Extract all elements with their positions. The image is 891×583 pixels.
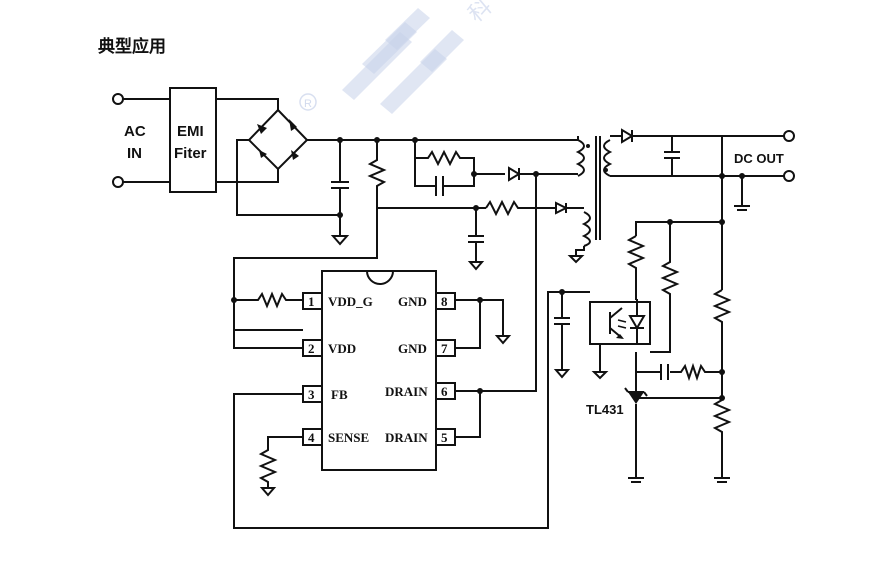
watermark-text: 科 [464,0,497,28]
controller-ic [321,270,437,471]
ic-pin-6: 6 DRAIN [385,382,456,400]
sense-resistor [258,436,303,497]
startup-resistor [367,140,387,208]
pin-name: DRAIN [385,430,428,445]
junctions [337,137,745,401]
pin-name: GND [398,341,427,356]
pin-number: 8 [441,294,448,309]
tl431-label: TL431 [586,402,624,417]
pin-number: 7 [441,341,448,356]
pin-name: VDD [328,341,356,356]
feedback-loop [233,291,590,529]
optocoupler [589,299,651,380]
vdd-feed [233,208,378,331]
pin-number: 2 [308,341,315,356]
pin-name: VDD_G [328,294,373,309]
section-title: 典型应用 [98,36,166,57]
ic-pin-2: 2 VDD [302,339,356,357]
pin-name: GND [398,294,427,309]
filter-label: Fiter [174,145,207,162]
pin-number: 3 [308,387,315,402]
ic-pin-1: 1 VDD_G [302,292,373,310]
pin-number: 4 [308,430,315,445]
transformer [567,136,613,264]
emi-filter: EMI Fiter [169,87,217,193]
drain-connection [455,171,539,438]
ic-pin-5: 5 DRAIN [385,428,456,446]
ic-pin-7: 7 GND [398,339,456,357]
pin-name: SENSE [328,430,369,445]
pin-name: DRAIN [385,384,428,399]
ac-input: AC IN [112,93,170,188]
snubber-network [414,140,578,196]
bulk-capacitor [330,140,350,246]
vddg-resistor [231,291,303,349]
pin-number: 6 [441,384,448,399]
pin-number: 5 [441,430,448,445]
bridge-rectifier [216,98,340,216]
svg-text:R: R [304,98,312,110]
ic-ground [455,297,512,349]
pin-number: 1 [308,294,315,309]
dc-out-label: DC OUT [734,151,784,166]
tl431-regulator: TL431 [586,352,722,483]
in-label: IN [127,145,142,162]
ac-label: AC [124,123,146,140]
ic-pin-3: 3 FB [302,385,348,403]
aux-winding [467,199,584,271]
secondary-output: DC OUT [610,128,795,211]
watermark-logo: R 科 [299,0,497,114]
ic-pin-8: 8 GND [398,292,456,310]
feedback-network [626,136,732,483]
emi-label: EMI [177,123,204,140]
pin-name: FB [331,387,348,402]
ic-pin-4: 4 SENSE [302,428,369,446]
